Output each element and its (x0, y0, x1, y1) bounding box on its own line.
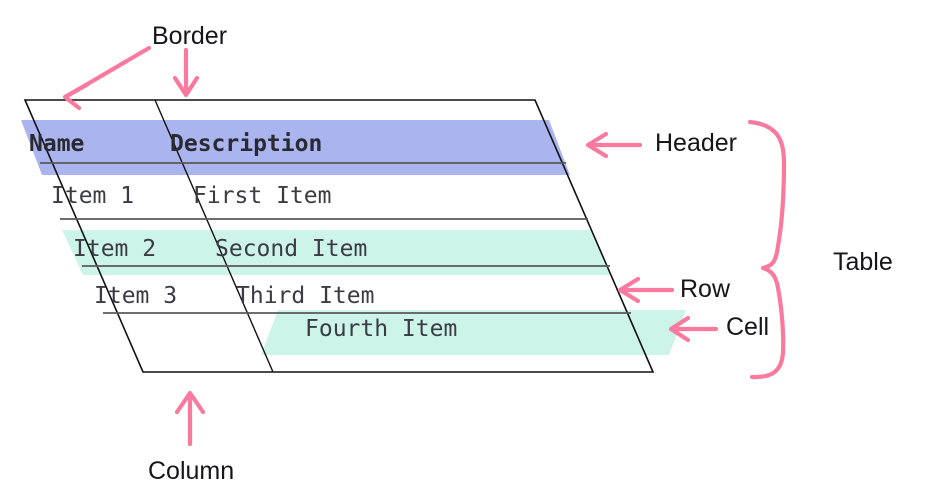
cell-highlight-band-fourth-item (261, 310, 686, 355)
annotation-label-border: Border (152, 22, 228, 50)
table-cell-name-row3: Item 3 (94, 283, 178, 309)
table-cell-name-row2: Item 2 (73, 236, 157, 262)
row-highlight-band-item2 (62, 230, 611, 275)
annotation-label-row: Row (680, 275, 731, 303)
border-arrow-diagonal-icon (62, 45, 152, 111)
annotation-label-column: Column (148, 457, 235, 485)
table-cell-description-row2: Second Item (215, 236, 368, 262)
row-arrow-left-icon (617, 276, 675, 304)
cell-arrow-left-icon (668, 315, 719, 343)
table-cell-name-row1: Item 1 (51, 183, 135, 209)
border-arrow-down-icon (172, 47, 200, 98)
table-cell-description-row1: First Item (193, 183, 332, 209)
table-curly-brace-icon (747, 119, 787, 380)
column-divider-line (154, 99, 274, 373)
table-cell-fourth-item: Fourth Item (305, 316, 458, 342)
table-cell-description-row3: Third Item (236, 283, 375, 309)
table-header-cell-description: Description (170, 131, 323, 157)
header-highlight-band (21, 120, 570, 175)
column-arrow-up-icon (174, 390, 206, 447)
header-arrow-left-icon (585, 131, 643, 159)
annotation-label-table: Table (833, 248, 893, 276)
annotation-label-header: Header (655, 129, 737, 157)
table-header-cell-name: Name (29, 131, 85, 157)
annotation-label-cell: Cell (726, 313, 770, 341)
table-border-outline (23, 99, 655, 373)
